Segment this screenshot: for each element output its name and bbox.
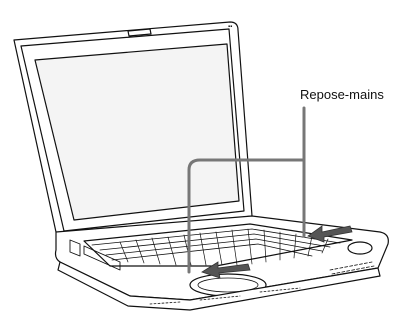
callout-label: Repose-mains [300, 87, 384, 102]
svg-text:▪▪: ▪▪ [228, 24, 232, 30]
palm-rest-pad [348, 242, 372, 254]
